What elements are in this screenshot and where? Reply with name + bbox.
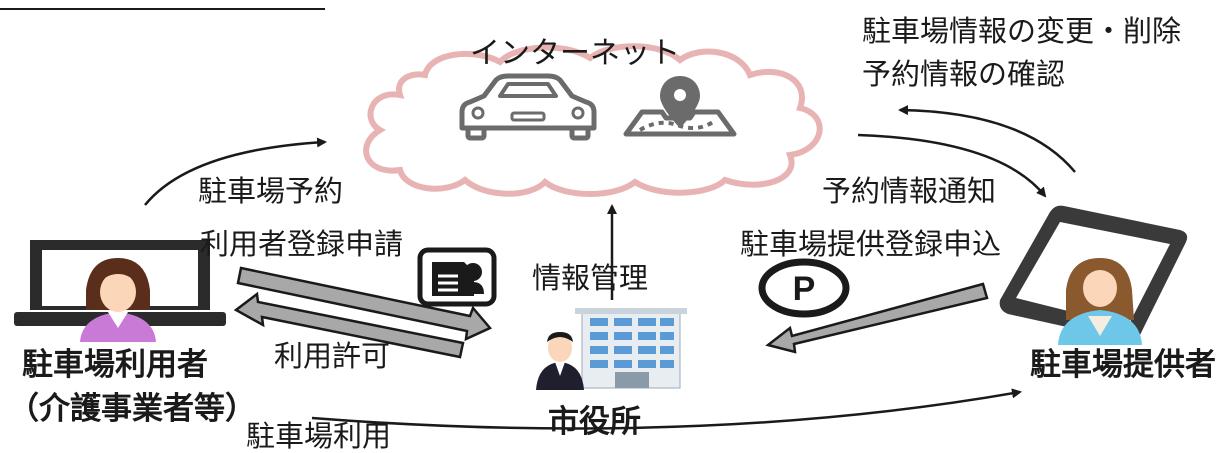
provider-registration-arrow [765, 282, 989, 354]
car-icon [459, 73, 597, 141]
provider-woman-icon [1058, 258, 1142, 345]
reservation-arrow [144, 137, 327, 206]
parking-reservation-label: 駐車場予約 [198, 174, 344, 208]
notice-arrow [857, 133, 1047, 198]
parking-use-arrow [311, 388, 1022, 430]
change-delete-label: 駐車場情報の変更・削除 [862, 14, 1182, 48]
businessman-icon [536, 332, 584, 390]
user-registration-label: 利用者登録申請 [200, 227, 404, 261]
parking-use-label: 駐車場利用 [246, 419, 392, 453]
id-card-icon [417, 247, 497, 307]
reservation-check-label: 予約情報の確認 [862, 57, 1066, 91]
internet-label: インターネット [470, 36, 680, 71]
parking-user-label: 駐車場利用者 [22, 347, 208, 383]
parking-provider-label: 駐車場提供者 [1030, 347, 1216, 383]
use-permission-label: 利用許可 [274, 339, 391, 373]
permission-arrow [233, 291, 465, 359]
building-icon [575, 308, 687, 389]
info-management-label: 情報管理 [532, 261, 649, 295]
provider-registration-label: 駐車場提供登録申込 [740, 227, 1002, 261]
city-office-label: 市役所 [548, 404, 641, 440]
change-arrow [898, 105, 1076, 173]
care-provider-label: （介護事業者等） [8, 391, 256, 427]
parking-sign-letter: P [793, 270, 816, 308]
parking-sign-icon: P [758, 258, 850, 318]
reservation-notice-label: 予約情報通知 [822, 174, 997, 208]
woman-icon [80, 258, 156, 342]
registration-arrow [236, 266, 493, 342]
map-pin-icon [623, 76, 737, 137]
